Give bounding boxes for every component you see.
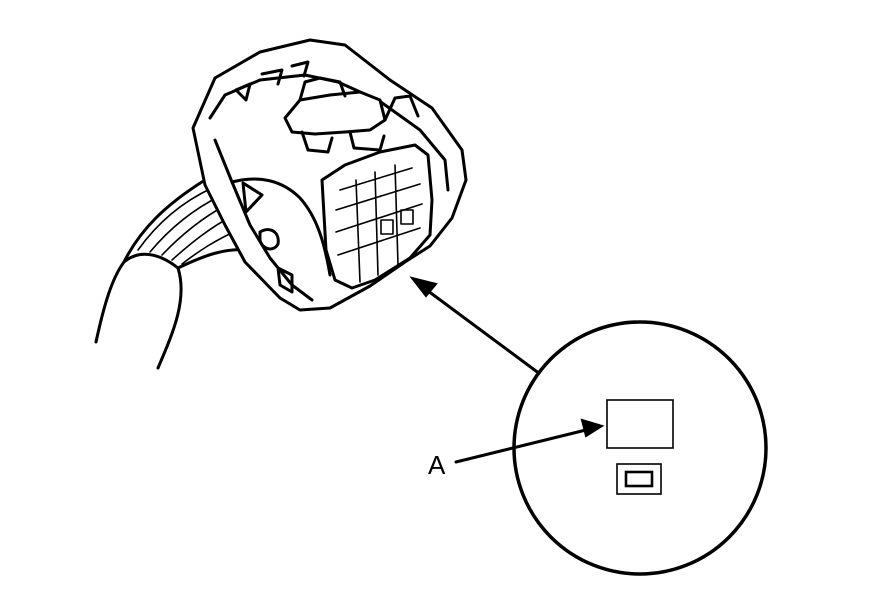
connector-housing	[191, 38, 468, 312]
magnified-detail	[454, 320, 768, 576]
terminal-window-a	[606, 399, 674, 449]
callout-label-a: A	[428, 450, 446, 480]
pointer-arrow	[409, 276, 542, 376]
wire-harness	[94, 178, 250, 370]
